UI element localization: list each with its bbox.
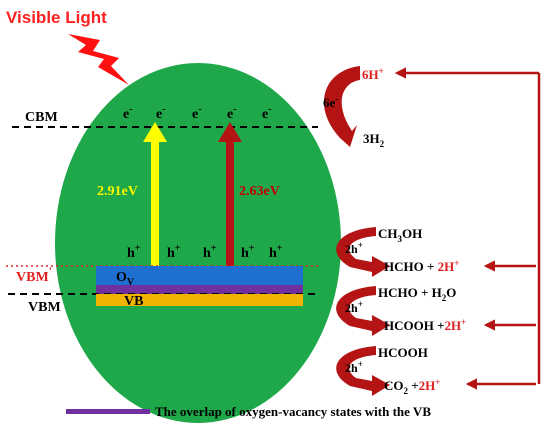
step3-arrowhead bbox=[372, 375, 390, 396]
step3-curved-arrow bbox=[336, 346, 376, 391]
step3-holes: 2h+ bbox=[345, 359, 363, 375]
electron-4: e- bbox=[227, 104, 237, 122]
holes: h+ h+ h+ h+ h+ bbox=[127, 243, 283, 261]
electron-2: e- bbox=[156, 104, 166, 122]
electrons: e- e- e- e- e- bbox=[123, 104, 272, 122]
hole-4: h+ bbox=[241, 243, 255, 261]
ov-band-label: OV bbox=[116, 270, 135, 288]
step2-reactant: HCHO + H2O bbox=[378, 285, 456, 303]
h2-curved-arrow bbox=[323, 66, 360, 147]
electron-3: e- bbox=[192, 104, 202, 122]
step2-product: HCOOH +2H+ bbox=[384, 317, 466, 333]
proton-recycle-line bbox=[394, 67, 541, 384]
gap-label-yellow: 2.91eV bbox=[97, 184, 138, 199]
h2-product: 3H2 bbox=[363, 131, 385, 149]
ov-band bbox=[96, 266, 303, 286]
overlap-band bbox=[96, 285, 303, 294]
lightning-bolt-icon bbox=[68, 34, 129, 85]
hole-1: h+ bbox=[127, 243, 141, 261]
particle-body bbox=[55, 63, 341, 423]
step1-arrowhead bbox=[372, 256, 390, 277]
vb-band bbox=[96, 294, 303, 306]
step2-curved-arrow bbox=[336, 286, 376, 331]
gap-label-red: 2.63eV bbox=[239, 184, 280, 199]
title-visible-light: Visible Light bbox=[6, 8, 107, 27]
step1-curved-arrow bbox=[336, 227, 376, 272]
hole-3: h+ bbox=[203, 243, 217, 261]
hole-5: h+ bbox=[269, 243, 283, 261]
h2-electrons: 6e- bbox=[323, 94, 338, 110]
step2-holes: 2h+ bbox=[345, 299, 363, 315]
electron-1: e- bbox=[123, 104, 133, 122]
vbm-label: VBM bbox=[28, 300, 61, 315]
step1-product: HCHO + 2H+ bbox=[384, 258, 459, 274]
step1-holes: 2h+ bbox=[345, 240, 363, 256]
legend-label: The overlap of oxygen-vacancy states wit… bbox=[155, 404, 431, 419]
cbm-label: CBM bbox=[25, 110, 58, 125]
yellow-excitation-arrow bbox=[143, 122, 167, 300]
h2-protons: 6H+ bbox=[362, 66, 384, 82]
step3-product: CO2 +2H+ bbox=[384, 377, 440, 396]
electron-5: e- bbox=[262, 104, 272, 122]
vb-band-label: VB bbox=[124, 294, 143, 309]
step3-reactant: HCOOH bbox=[378, 345, 428, 360]
vbm-shift-label: VBM' bbox=[16, 264, 52, 285]
step1-reactant: CH3OH bbox=[378, 226, 422, 244]
legend-swatch bbox=[66, 409, 150, 414]
step2-arrowhead bbox=[372, 315, 390, 336]
hole-2: h+ bbox=[167, 243, 181, 261]
red-excitation-arrow bbox=[218, 122, 242, 270]
